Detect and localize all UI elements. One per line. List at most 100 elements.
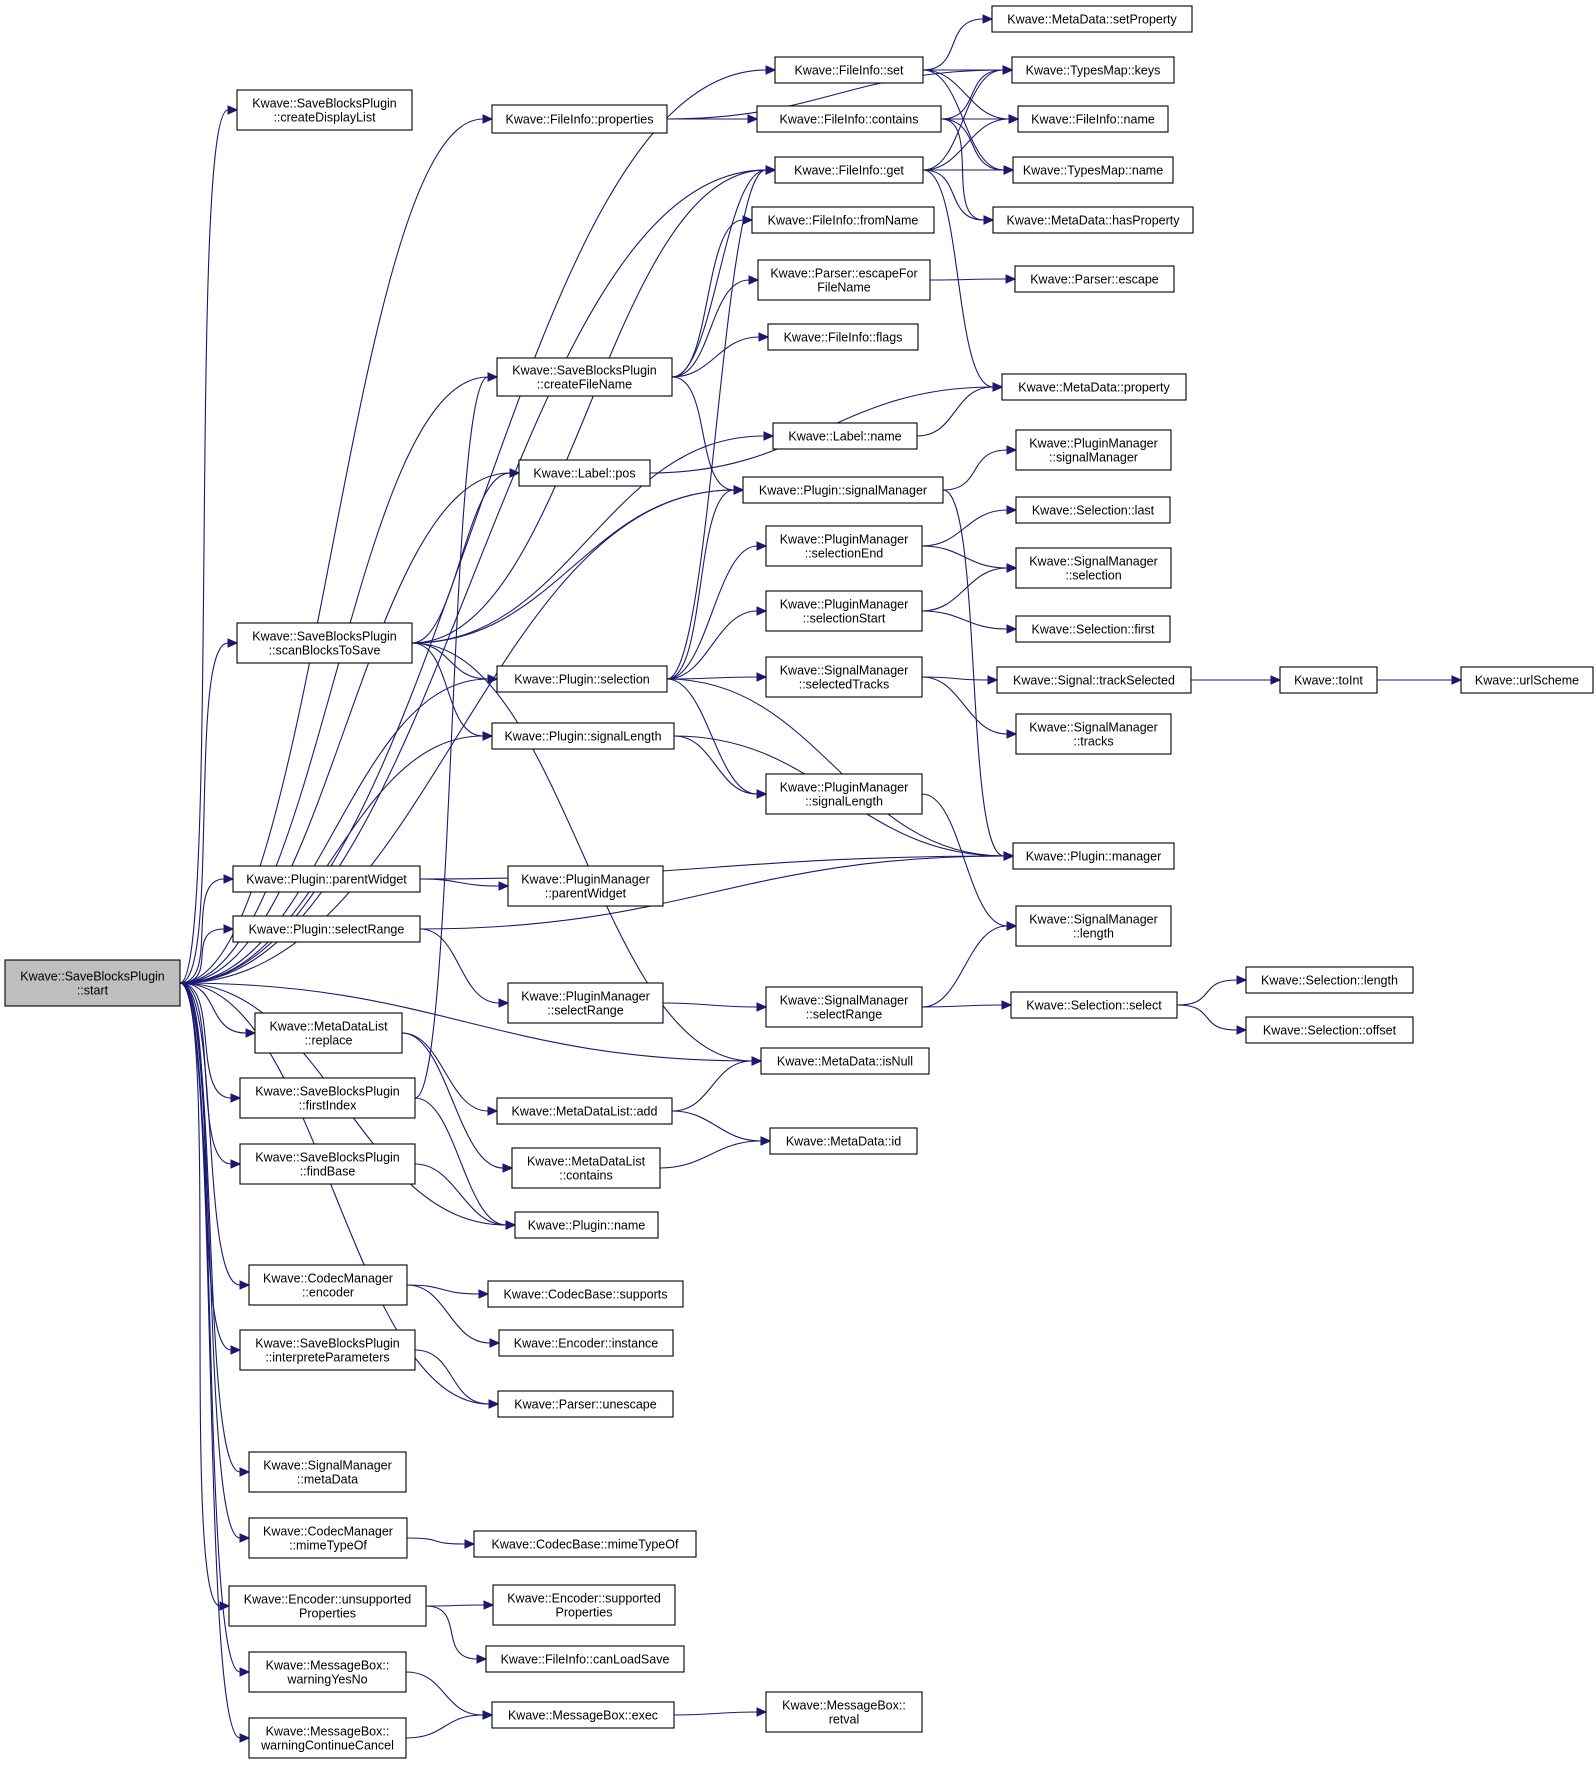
edge-arrowhead bbox=[482, 731, 494, 741]
node-box bbox=[992, 206, 1194, 234]
node-md_setProperty[interactable]: Kwave::MetaData::setProperty bbox=[991, 5, 1193, 33]
edge-arrowhead bbox=[760, 1136, 772, 1146]
node-label_name[interactable]: Kwave::Label::name bbox=[772, 422, 918, 450]
edge-plugin_selectRange-to-pm_selectRange bbox=[419, 928, 510, 1008]
node-box bbox=[742, 476, 944, 504]
edge-line bbox=[179, 678, 489, 984]
node-pm_selectRange[interactable]: Kwave::PluginManager::selectRange bbox=[507, 982, 664, 1024]
node-createFileName[interactable]: Kwave::SaveBlocksPlugin::createFileName bbox=[496, 357, 673, 397]
node-fi_canLoadSave[interactable]: Kwave::FileInfo::canLoadSave bbox=[485, 1645, 685, 1673]
node-fi_flags[interactable]: Kwave::FileInfo::flags bbox=[767, 323, 919, 351]
node-createDisplayList[interactable]: Kwave::SaveBlocksPlugin::createDisplayLi… bbox=[236, 89, 413, 131]
node-plugin_selection[interactable]: Kwave::Plugin::selection bbox=[496, 665, 668, 693]
node-md_property[interactable]: Kwave::MetaData::property bbox=[1001, 373, 1187, 401]
node-fi_contains[interactable]: Kwave::FileInfo::contains bbox=[756, 105, 942, 133]
edge-arrowhead bbox=[498, 881, 510, 891]
node-sel_select[interactable]: Kwave::Selection::select bbox=[1010, 991, 1178, 1019]
node-pm_selectionStart[interactable]: Kwave::PluginManager::selectionStart bbox=[765, 590, 923, 632]
node-cm_encoder[interactable]: Kwave::CodecManager::encoder bbox=[248, 1264, 408, 1306]
node-box bbox=[248, 1517, 408, 1559]
node-mb_retval[interactable]: Kwave::MessageBox::retval bbox=[765, 1691, 923, 1733]
node-md_id[interactable]: Kwave::MetaData::id bbox=[769, 1127, 918, 1155]
node-urlScheme[interactable]: Kwave::urlScheme bbox=[1460, 666, 1594, 694]
node-sel_offset[interactable]: Kwave::Selection::offset bbox=[1245, 1016, 1414, 1044]
node-label: ::selectRange bbox=[806, 1008, 882, 1022]
node-label: warningContinueCancel bbox=[260, 1739, 394, 1753]
node-tm_name[interactable]: Kwave::TypesMap::name bbox=[1012, 156, 1174, 184]
node-mdl_contains[interactable]: Kwave::MetaDataList::contains bbox=[511, 1147, 661, 1189]
node-cm_mimeTypeOf[interactable]: Kwave::CodecManager::mimeTypeOf bbox=[248, 1517, 408, 1559]
node-firstIndex[interactable]: Kwave::SaveBlocksPlugin::firstIndex bbox=[239, 1077, 416, 1119]
node-interpreteParameters[interactable]: Kwave::SaveBlocksPlugin::interpreteParam… bbox=[239, 1329, 416, 1371]
node-plugin_name[interactable]: Kwave::Plugin::name bbox=[514, 1211, 659, 1239]
edge-sm_selectedTracks-to-sm_tracks bbox=[921, 676, 1018, 739]
node-cb_mimeTypeOf[interactable]: Kwave::CodecBase::mimeTypeOf bbox=[473, 1530, 697, 1558]
node-fi_fromName[interactable]: Kwave::FileInfo::fromName bbox=[751, 206, 935, 234]
node-sel_first[interactable]: Kwave::Selection::first bbox=[1015, 615, 1171, 643]
node-label: Kwave::TypesMap::name bbox=[1023, 164, 1163, 178]
node-sm_metaData[interactable]: Kwave::SignalManager::metaData bbox=[248, 1451, 407, 1493]
node-plugin_signalManager[interactable]: Kwave::Plugin::signalManager bbox=[742, 476, 944, 504]
node-pm_signalLength[interactable]: Kwave::PluginManager::signalLength bbox=[765, 773, 923, 815]
node-parser_unescape[interactable]: Kwave::Parser::unescape bbox=[497, 1390, 674, 1418]
node-label: ::mimeTypeOf bbox=[289, 1539, 367, 1553]
node-pm_selectionEnd[interactable]: Kwave::PluginManager::selectionEnd bbox=[765, 525, 923, 567]
node-plugin_signalLength[interactable]: Kwave::Plugin::signalLength bbox=[491, 722, 675, 750]
node-mdl_replace[interactable]: Kwave::MetaDataList::replace bbox=[254, 1012, 403, 1054]
node-plugin_parentWidget[interactable]: Kwave::Plugin::parentWidget bbox=[232, 865, 421, 893]
node-plugin_selectRange[interactable]: Kwave::Plugin::selectRange bbox=[232, 915, 421, 943]
edge-arrowhead bbox=[502, 1163, 514, 1173]
node-mb_exec[interactable]: Kwave::MessageBox::exec bbox=[491, 1701, 675, 1729]
node-pm_signalManager[interactable]: Kwave::PluginManager::signalManager bbox=[1015, 429, 1172, 471]
node-findBase[interactable]: Kwave::SaveBlocksPlugin::findBase bbox=[239, 1143, 416, 1185]
node-pm_parentWidget[interactable]: Kwave::PluginManager::parentWidget bbox=[507, 865, 664, 907]
edge-arrowhead bbox=[230, 1093, 242, 1103]
edge-enc_unsupported-to-enc_supported bbox=[425, 1600, 495, 1610]
node-box bbox=[765, 1691, 923, 1733]
node-cb_supports[interactable]: Kwave::CodecBase::supports bbox=[487, 1280, 684, 1308]
node-fi_name[interactable]: Kwave::FileInfo::name bbox=[1017, 105, 1169, 133]
edge-line bbox=[921, 545, 1008, 569]
node-label: Kwave::FileInfo::set bbox=[794, 64, 904, 78]
node-fi_set[interactable]: Kwave::FileInfo::set bbox=[774, 56, 924, 84]
edge-line bbox=[921, 925, 1008, 1008]
node-signal_trackSelected[interactable]: Kwave::Signal::trackSelected bbox=[996, 666, 1192, 694]
node-label: Kwave::Parser::escapeFor bbox=[770, 267, 917, 281]
node-tm_keys[interactable]: Kwave::TypesMap::keys bbox=[1011, 56, 1175, 84]
node-enc_instance[interactable]: Kwave::Encoder::instance bbox=[498, 1329, 674, 1357]
edge-line bbox=[922, 169, 994, 388]
node-sm_selectedTracks[interactable]: Kwave::SignalManager::selectedTracks bbox=[765, 656, 923, 698]
node-sm_length[interactable]: Kwave::SignalManager::length bbox=[1015, 905, 1172, 947]
node-sm_selectRange[interactable]: Kwave::SignalManager::selectRange bbox=[765, 986, 923, 1028]
edge-mdl_replace-to-mdl_add bbox=[401, 1032, 499, 1116]
node-sm_selection[interactable]: Kwave::SignalManager::selection bbox=[1015, 547, 1172, 589]
node-plugin_manager[interactable]: Kwave::Plugin::manager bbox=[1012, 842, 1175, 870]
edge-line bbox=[411, 642, 484, 737]
node-box bbox=[239, 1329, 416, 1371]
node-toInt[interactable]: Kwave::toInt bbox=[1279, 666, 1378, 694]
node-mb_warningContinueCancel[interactable]: Kwave::MessageBox::warningContinueCancel bbox=[248, 1717, 407, 1759]
node-parser_escape[interactable]: Kwave::Parser::escape bbox=[1014, 265, 1175, 293]
node-md_isNull[interactable]: Kwave::MetaData::isNull bbox=[760, 1047, 930, 1075]
node-label: Kwave::Encoder::unsupported bbox=[244, 1593, 412, 1607]
node-fi_properties[interactable]: Kwave::FileInfo::properties bbox=[491, 104, 668, 134]
node-sel_last[interactable]: Kwave::Selection::last bbox=[1015, 496, 1171, 524]
node-sm_tracks[interactable]: Kwave::SignalManager::tracks bbox=[1015, 713, 1172, 755]
node-label_pos[interactable]: Kwave::Label::pos bbox=[518, 459, 651, 487]
node-mb_warningYesNo[interactable]: Kwave::MessageBox::warningYesNo bbox=[248, 1651, 407, 1693]
edge-arrowhead bbox=[239, 1280, 251, 1290]
node-label: Kwave::CodecBase::mimeTypeOf bbox=[492, 1538, 679, 1552]
edge-arrowhead bbox=[751, 1056, 763, 1066]
edge-line bbox=[922, 169, 985, 221]
node-box bbox=[1015, 615, 1171, 643]
node-md_hasProperty[interactable]: Kwave::MetaData::hasProperty bbox=[992, 206, 1194, 234]
node-mdl_add[interactable]: Kwave::MetaDataList::add bbox=[496, 1097, 673, 1125]
node-box bbox=[1245, 966, 1414, 994]
node-sel_length[interactable]: Kwave::Selection::length bbox=[1245, 966, 1414, 994]
node-scanBlocksToSave[interactable]: Kwave::SaveBlocksPlugin::scanBlocksToSav… bbox=[236, 622, 413, 664]
node-start[interactable]: Kwave::SaveBlocksPlugin::start bbox=[4, 959, 181, 1007]
node-fi_get[interactable]: Kwave::FileInfo::get bbox=[774, 156, 924, 184]
